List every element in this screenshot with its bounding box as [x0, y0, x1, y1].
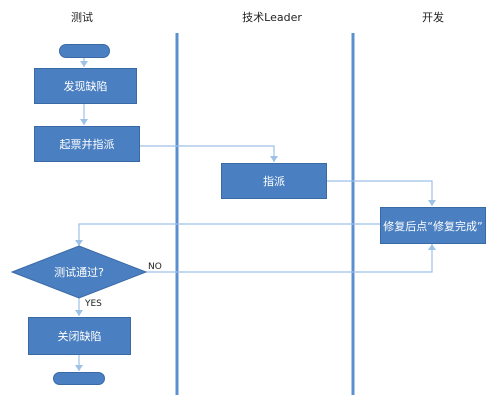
end-terminator [53, 372, 105, 385]
lane-title-test: 测试 [71, 11, 93, 24]
lane-title-dev: 开发 [422, 11, 444, 24]
node-close-bug: 关闭缺陷 [28, 317, 131, 355]
edge-create-to-assign [140, 145, 278, 162]
edge-fix-to-test [75, 223, 380, 246]
decision-label: 测试通过? [54, 266, 104, 279]
edge-label-no: NO [148, 262, 162, 272]
decision-diamond [10, 245, 148, 299]
node-assign: 指派 [221, 163, 327, 199]
edge-label-yes: YES [85, 299, 102, 309]
edge-assign-to-fix [327, 180, 436, 206]
edge-no-back-to-fix [146, 244, 436, 273]
start-terminator [59, 44, 110, 58]
lane-title-tech-leader: 技术Leader [242, 11, 302, 24]
node-create-assign: 起票并指派 [34, 126, 140, 162]
node-fix-done: 修复后点“修复完成” [380, 207, 486, 244]
node-find-bug: 发现缺陷 [34, 68, 137, 104]
